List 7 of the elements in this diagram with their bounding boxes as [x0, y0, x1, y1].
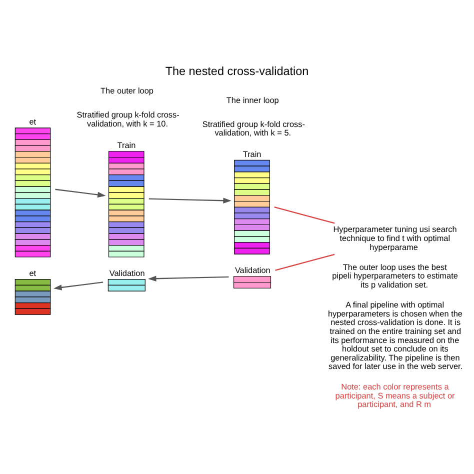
diagram-title: The nested cross-validation [165, 64, 309, 78]
arrow [148, 275, 229, 281]
arrow [54, 281, 104, 290]
arrow [148, 197, 232, 203]
arrow [55, 188, 106, 198]
connector [275, 253, 335, 270]
connector [274, 206, 335, 224]
